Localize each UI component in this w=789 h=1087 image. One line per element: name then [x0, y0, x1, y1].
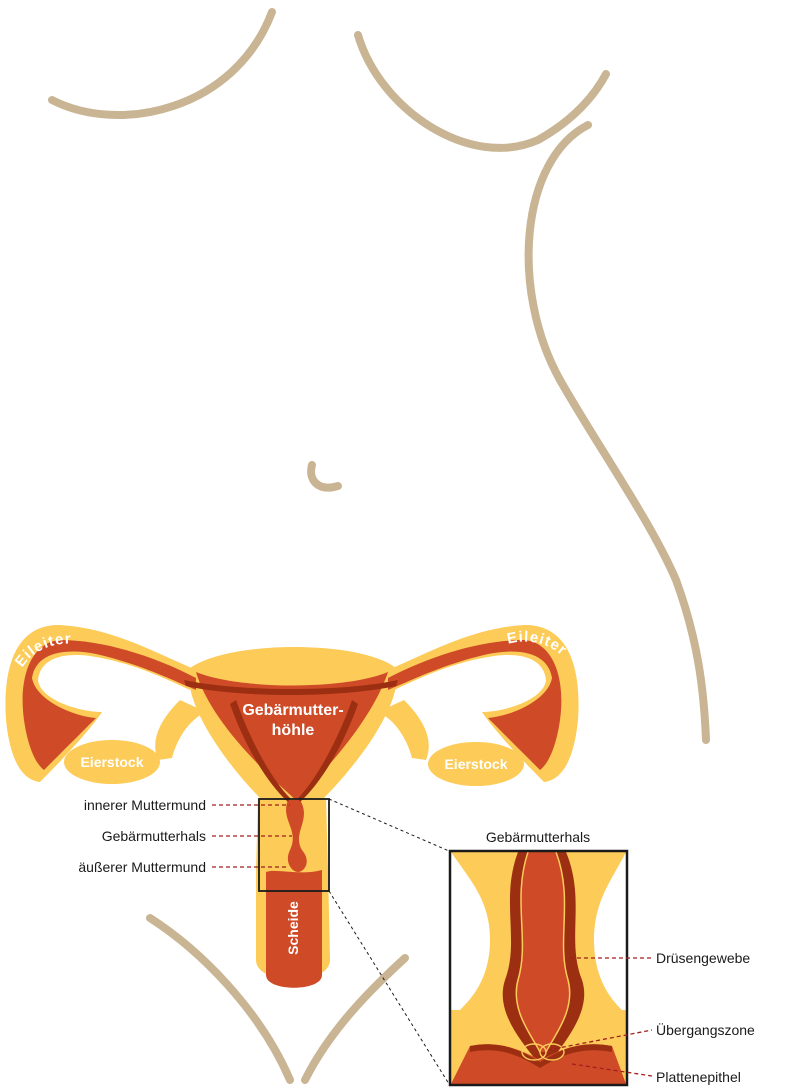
zoom-line-bottom	[329, 891, 449, 1084]
left-breast-contour	[52, 12, 272, 115]
outer-os-label: äußerer Muttermund	[78, 859, 206, 875]
navel	[311, 465, 338, 488]
inner-os-label: innerer Muttermund	[84, 797, 206, 813]
right-ovary-label: Eierstock	[444, 756, 507, 772]
transition-zone-label: Übergangszone	[656, 1021, 755, 1038]
inset-title: Gebärmutterhals	[486, 829, 590, 845]
cavity-label-line2: höhle	[272, 722, 315, 739]
glandular-tissue-label: Drüsengewebe	[656, 950, 750, 966]
right-breast-contour	[358, 35, 606, 148]
cavity-label-line1: Gebärmutter-	[242, 702, 343, 719]
cervix-detail-inset	[451, 852, 626, 1084]
left-ovary-label: Eierstock	[80, 754, 143, 770]
cervix-label: Gebärmutterhals	[102, 828, 206, 844]
vagina-label: Scheide	[285, 901, 301, 955]
squamous-epithelium-label: Plattenepithel	[656, 1069, 741, 1085]
zoom-line-top	[329, 799, 449, 851]
